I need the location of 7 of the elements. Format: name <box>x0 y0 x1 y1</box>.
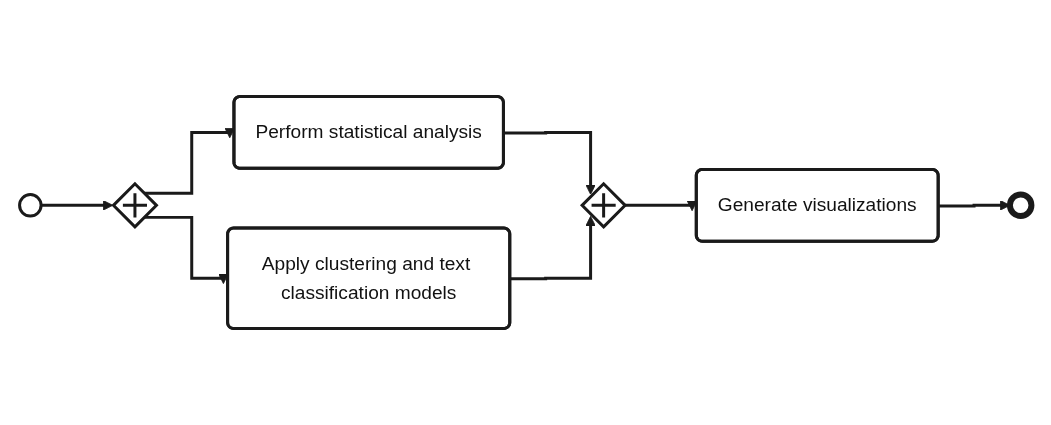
node-diamond <box>111 181 159 229</box>
node-circle <box>18 193 43 218</box>
node-diamond <box>580 181 628 229</box>
arrow <box>504 130 596 195</box>
arrow <box>510 215 596 281</box>
arrow <box>41 200 114 211</box>
node-circle <box>1006 191 1035 220</box>
